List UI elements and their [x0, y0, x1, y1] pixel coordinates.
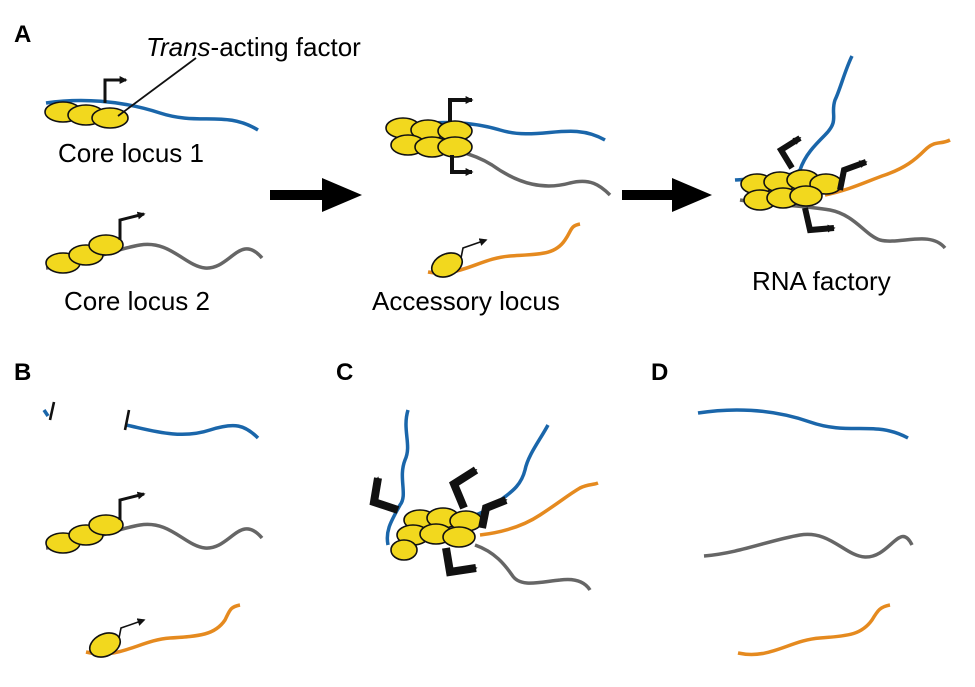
- panel-a-stage-2: Accessory locus: [372, 96, 612, 316]
- panel-c-orange-strand: [479, 481, 599, 537]
- factor-cluster-core-1: [44, 101, 129, 129]
- panel-b-factor-cluster: [45, 514, 124, 554]
- panel-b-blue-strand-fragment: [42, 409, 50, 417]
- panel-b-blue-strand: [125, 423, 260, 440]
- factor-cluster-core-2: [45, 234, 124, 274]
- panel-b-orange-strand: [85, 603, 241, 656]
- panel-c-blue-strand-left: [385, 409, 410, 546]
- factory-blue-strand: [734, 55, 854, 182]
- factor-cluster-factory: [740, 169, 843, 211]
- panel-d-gray-strand: [703, 532, 914, 559]
- panel-b-cut-mark-left: [48, 401, 56, 421]
- panel-d: [697, 408, 914, 657]
- stage2-promoter-arrow-down: [450, 155, 474, 176]
- panel-c-promoter-arrow-top: [449, 466, 479, 510]
- panel-b-accessory-promoter-arrow: [118, 618, 146, 639]
- factor-accessory-locus: [430, 252, 464, 278]
- panel-letter-a: A: [14, 21, 31, 48]
- panel-d-blue-strand: [697, 408, 909, 440]
- panel-c-factor-cluster: [390, 507, 483, 561]
- accessory-locus-strand: [427, 222, 581, 275]
- panel-c-promoter-arrow-down: [442, 547, 478, 577]
- panel-letter-b: B: [14, 359, 31, 386]
- panel-c-promoter-arrow-left: [369, 476, 400, 514]
- factory-promoter-arrow-down: [802, 207, 836, 234]
- core-locus-2-label: Core locus 2: [64, 286, 210, 316]
- trans-factor-pointer: [117, 57, 197, 117]
- accessory-promoter-arrow: [460, 238, 488, 259]
- accessory-locus-label: Accessory locus: [372, 286, 560, 316]
- panel-letter-d: D: [651, 359, 668, 386]
- panel-b-factor-accessory: [88, 632, 122, 658]
- panel-b: [42, 401, 264, 658]
- panel-c: [369, 409, 599, 592]
- panel-c-gray-strand: [474, 543, 592, 592]
- transition-arrow-1: [270, 178, 362, 212]
- panel-a-stage-3: RNA factory: [734, 55, 951, 296]
- factory-orange-strand: [824, 138, 951, 197]
- transition-arrow-2: [622, 178, 712, 212]
- promoter-arrow-core-1: [103, 76, 128, 103]
- panel-b-cut-mark-right: [123, 409, 131, 431]
- rna-factory-label: RNA factory: [752, 266, 891, 296]
- panel-a-stage-1: Trans-acting factor Core locus 1 Core lo…: [44, 32, 361, 316]
- trans-acting-factor-label: Trans-acting factor: [146, 32, 361, 62]
- factor-cluster-stage-2: [385, 117, 473, 158]
- core-locus-1-label: Core locus 1: [58, 138, 204, 168]
- panel-b-promoter-arrow: [118, 491, 146, 520]
- core-locus-1-strand: [45, 98, 259, 132]
- panel-d-orange-strand: [737, 603, 891, 657]
- factory-promoter-arrow-right: [837, 159, 868, 191]
- panel-letter-c: C: [336, 359, 353, 386]
- stage2-promoter-arrow-up: [448, 96, 474, 122]
- promoter-arrow-core-2: [118, 211, 146, 240]
- factory-promoter-arrow-up-left: [776, 135, 802, 170]
- panel-c-promoter-arrow-right: [478, 496, 508, 529]
